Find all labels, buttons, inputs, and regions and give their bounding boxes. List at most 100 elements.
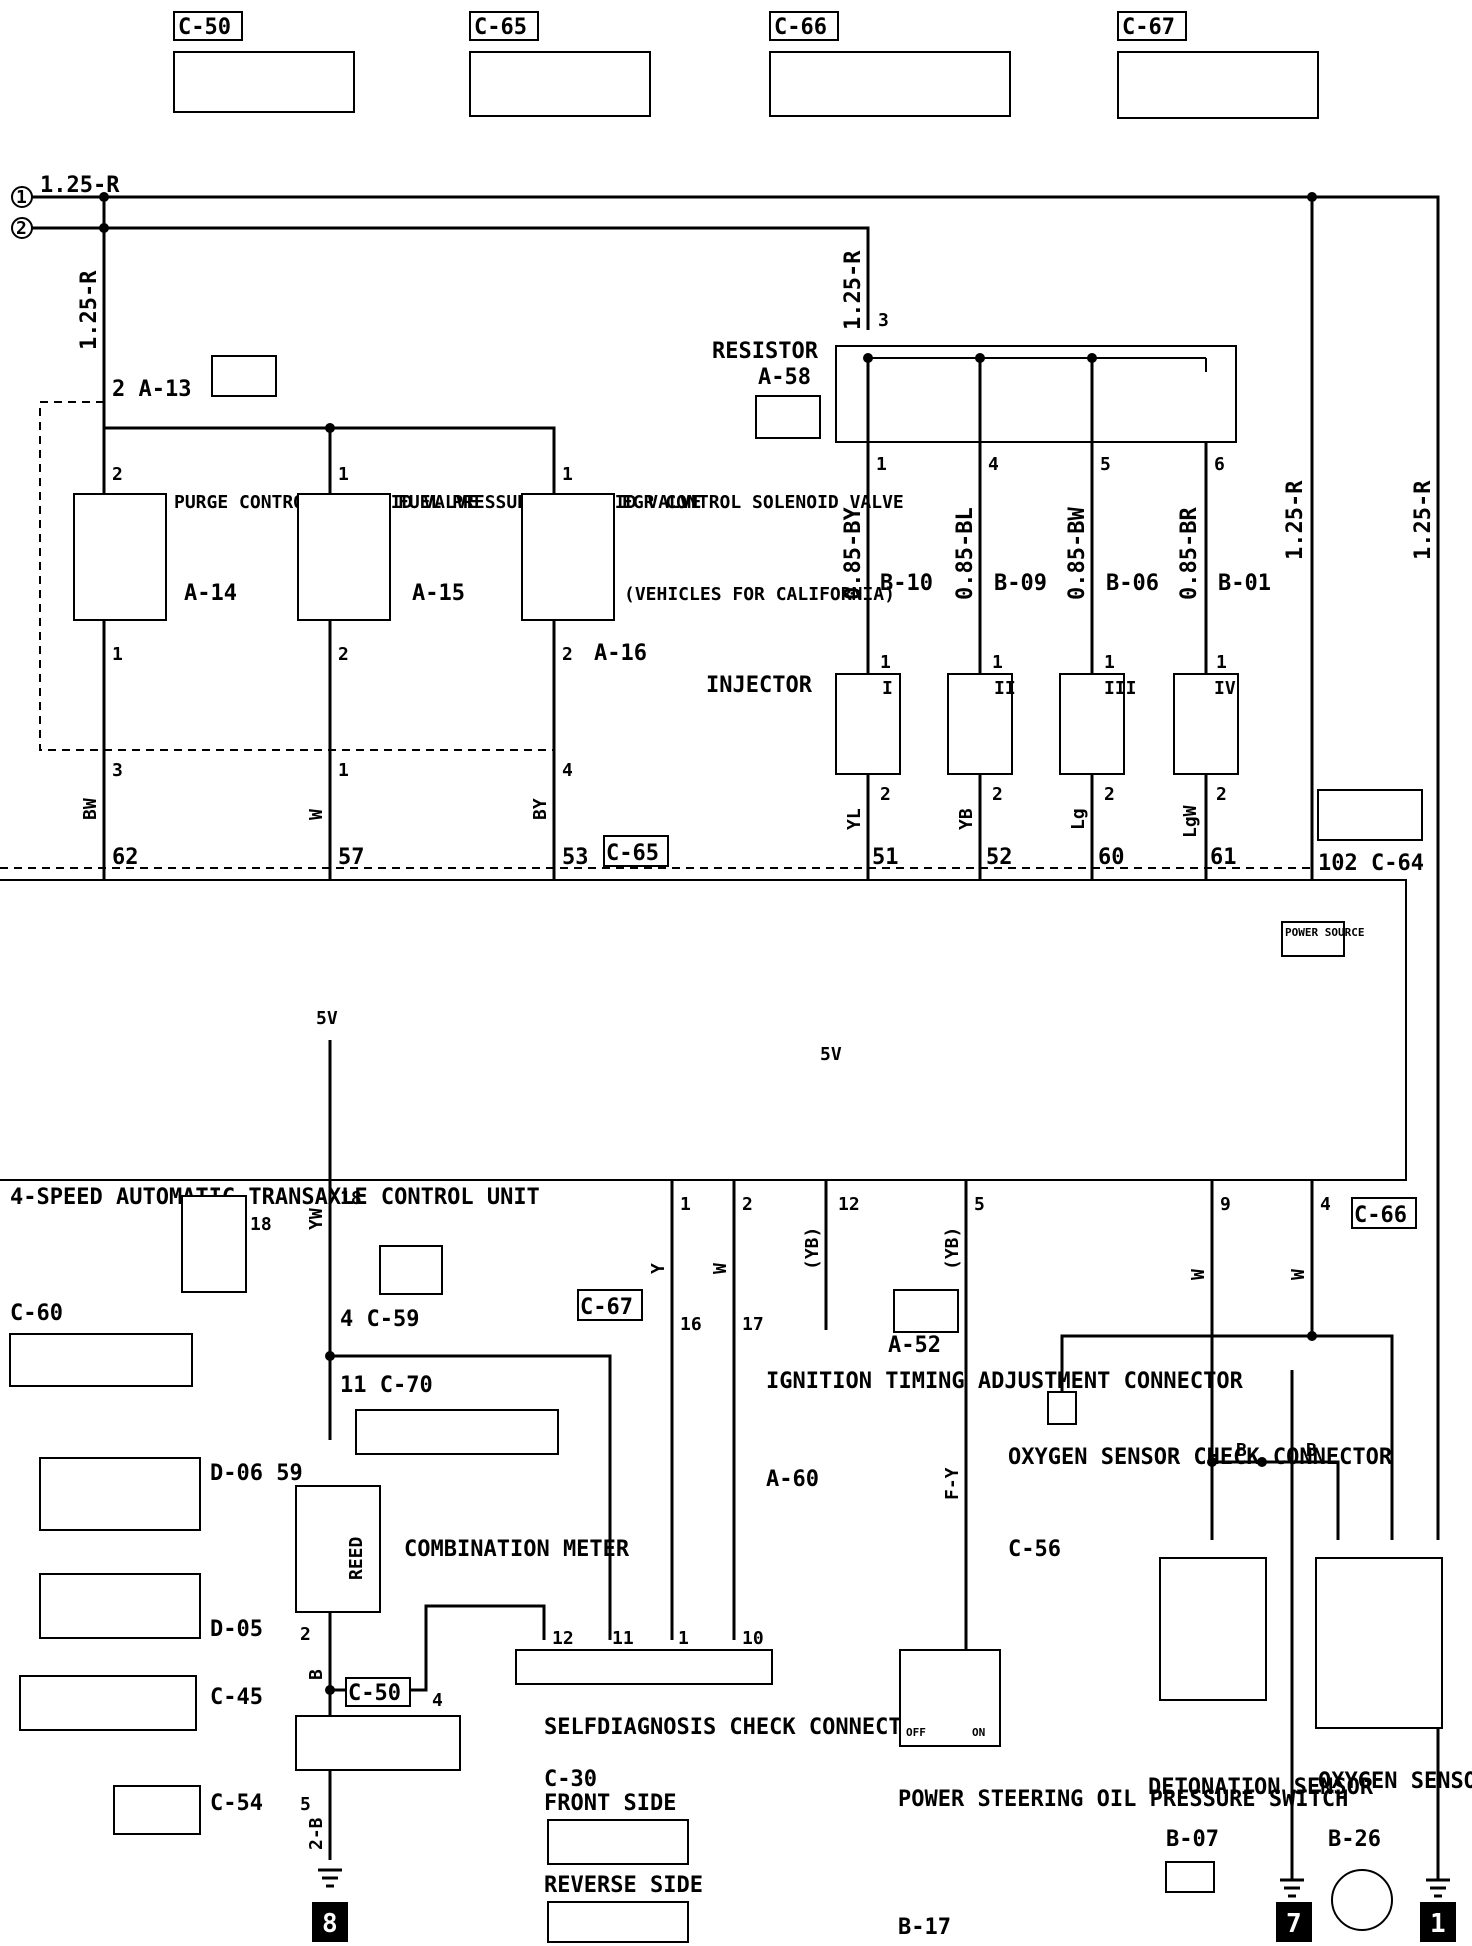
egr-name: EGR CONTROL SOLENOID VALVE — [622, 492, 904, 513]
detonation-name: DETONATION SENSOR — [1148, 1775, 1374, 1800]
svg-text:I: I — [882, 678, 893, 699]
oxygen-name: OXYGEN SENSOR — [1318, 1769, 1472, 1794]
svg-text:IV: IV — [1214, 678, 1236, 699]
svg-text:18: 18 — [340, 1188, 362, 1209]
svg-text:REED: REED — [346, 1536, 367, 1580]
ignition-name: IGNITION TIMING ADJUSTMENT CONNECTOR — [766, 1369, 1244, 1394]
svg-text:(YB): (YB) — [942, 1227, 963, 1270]
svg-text:Y: Y — [648, 1263, 669, 1274]
v5-mid: 5V — [820, 1044, 842, 1065]
selfdiag-id: C-30 — [544, 1767, 597, 1792]
svg-text:1: 1 — [562, 464, 573, 485]
resistor-a58: RESISTOR A-58 3 — [712, 310, 1237, 443]
svg-text:18: 18 — [250, 1214, 272, 1235]
d06-connector — [39, 1457, 201, 1531]
ground-tag-1 — [1420, 1902, 1456, 1942]
svg-text:(YB): (YB) — [802, 1227, 823, 1270]
svg-text:5: 5 — [974, 1194, 985, 1215]
o2check-id: C-56 — [1008, 1537, 1061, 1562]
svg-text:17: 17 — [742, 1314, 764, 1335]
svg-text:B-01: B-01 — [1218, 571, 1271, 596]
meter-label: COMBINATION METER — [404, 1537, 630, 1562]
svg-text:1: 1 — [876, 454, 887, 475]
svg-text:11: 11 — [612, 1628, 634, 1649]
c45-connector — [19, 1675, 197, 1731]
svg-text:8: 8 — [322, 1909, 338, 1939]
svg-text:B: B — [1236, 1440, 1247, 1461]
tcu-id: C-60 — [10, 1301, 63, 1326]
ecu-box — [0, 879, 1407, 1181]
power-source-box — [1281, 921, 1345, 957]
svg-text:W: W — [1188, 1269, 1209, 1280]
c67-label: C-67 — [580, 1295, 633, 1320]
svg-text:51: 51 — [872, 845, 899, 870]
selfdiag-reverse: REVERSE SIDE — [544, 1873, 703, 1898]
c70-label: 11 C-70 — [340, 1373, 433, 1398]
resistor-label: RESISTOR — [712, 339, 819, 364]
injector-4: 6 0.85-BR B-01 1 2 IV LgW 61 — [1173, 358, 1271, 880]
svg-text:1: 1 — [338, 464, 349, 485]
svg-text:B-06: B-06 — [1106, 571, 1159, 596]
svg-text:16: 16 — [680, 1314, 702, 1335]
b-bus — [1212, 1460, 1340, 1540]
svg-text:BW: BW — [80, 798, 101, 820]
detonation-sensor: DETONATION SENSOR B-07 — [1148, 1557, 1374, 1893]
svg-text:W: W — [306, 809, 327, 820]
svg-text:1: 1 — [678, 1628, 689, 1649]
power-wire-2 — [32, 226, 870, 330]
svg-text:4: 4 — [432, 1690, 443, 1711]
a13-connector — [211, 355, 277, 397]
purge-id: A-14 — [184, 581, 237, 606]
top-connector-c67: C-67 — [1117, 11, 1319, 119]
c65-mid-box — [603, 835, 669, 867]
egr-note: (VEHICLES FOR CALIFORNIA) — [624, 584, 895, 605]
ground-1 — [1426, 1878, 1450, 1898]
yw-branch — [330, 1354, 612, 1640]
ground-7 — [1280, 1878, 1304, 1898]
o2check-name: OXYGEN SENSOR CHECK CONNECTOR — [1008, 1445, 1393, 1470]
solenoid-egr: 1 2 EGR CONTROL SOLENOID VALVE (VEHICLES… — [521, 464, 904, 870]
svg-text:4: 4 — [988, 454, 999, 475]
top-connector-c50: C-50 — [173, 11, 355, 113]
svg-text:57: 57 — [338, 845, 365, 870]
svg-text:9: 9 — [1220, 1194, 1231, 1215]
o2-feed — [1312, 1334, 1394, 1540]
d05-label: D-05 — [210, 1617, 263, 1642]
svg-text:1: 1 — [1104, 652, 1115, 673]
ignition-id: A-60 — [766, 1467, 819, 1492]
a52-label: A-52 — [888, 1333, 941, 1358]
svg-text:1: 1 — [992, 652, 1003, 673]
svg-text:OFF: OFF — [906, 1726, 926, 1739]
d06-label: D-06 59 — [210, 1461, 303, 1486]
svg-text:2: 2 — [562, 644, 573, 665]
svg-text:B: B — [1306, 1440, 1317, 1461]
ecu-pin-4-line — [1060, 1180, 1314, 1392]
resistor-id: A-58 — [758, 365, 811, 390]
ground-8 — [318, 1868, 342, 1888]
c66-label: C-66 — [774, 15, 827, 40]
svg-text:Lg: Lg — [1068, 808, 1089, 830]
svg-text:2: 2 — [1216, 784, 1227, 805]
wire-mid-label: 1.25-R — [841, 250, 866, 330]
svg-text:53: 53 — [562, 845, 589, 870]
svg-text:II: II — [994, 678, 1016, 699]
solenoid-fuel-pressure: 1 2 FUEL PRESSURE SOLENOID VALVE A-15 1 … — [297, 464, 701, 870]
svg-text:52: 52 — [986, 845, 1013, 870]
svg-text:1: 1 — [680, 1194, 691, 1215]
svg-text:W: W — [1288, 1269, 1309, 1280]
selfdiag-front: FRONT SIDE — [544, 1791, 676, 1816]
c67-box — [577, 1289, 643, 1321]
selfdiag-connector: 12 11 1 10 SELFDIAGNOSIS CHECK CONNECTOR… — [515, 1628, 929, 1943]
fuel-id: A-15 — [412, 581, 465, 606]
svg-text:YW: YW — [306, 1208, 327, 1230]
svg-text:YB: YB — [956, 808, 977, 830]
c50-label: C-50 — [178, 15, 231, 40]
svg-text:4: 4 — [562, 760, 573, 781]
c54-label: C-54 — [210, 1791, 263, 1816]
svg-text:1: 1 — [880, 652, 891, 673]
c59-label: 4 C-59 — [340, 1307, 419, 1332]
c59-connector — [379, 1245, 443, 1295]
svg-text:7: 7 — [1286, 1909, 1302, 1939]
c66-lower-label: C-66 — [1354, 1203, 1407, 1228]
svg-text:3: 3 — [878, 310, 889, 331]
